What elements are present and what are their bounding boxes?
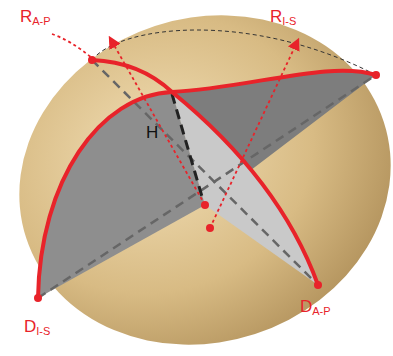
radius-arrow [110, 38, 205, 205]
diameter-arc [38, 71, 376, 298]
diameter-label: DI-S [24, 318, 50, 337]
diameter-label: DA-P [300, 298, 331, 317]
axis-line [38, 75, 376, 298]
cut-face [172, 92, 318, 285]
leader-line [52, 34, 92, 58]
diameter-arc [92, 60, 318, 285]
axis-line [92, 60, 318, 285]
center-dot [206, 224, 214, 232]
end-dot [34, 294, 42, 302]
end-dot [88, 56, 96, 64]
radius-label: RI-S [270, 8, 296, 27]
cut-face [38, 92, 205, 298]
center-dot [201, 201, 209, 209]
height-label: H [146, 124, 158, 141]
radius-arrow [210, 40, 298, 228]
radius-label: RA-P [20, 8, 51, 27]
height-line [172, 94, 203, 200]
end-dot [372, 71, 380, 79]
end-dot [314, 281, 322, 289]
